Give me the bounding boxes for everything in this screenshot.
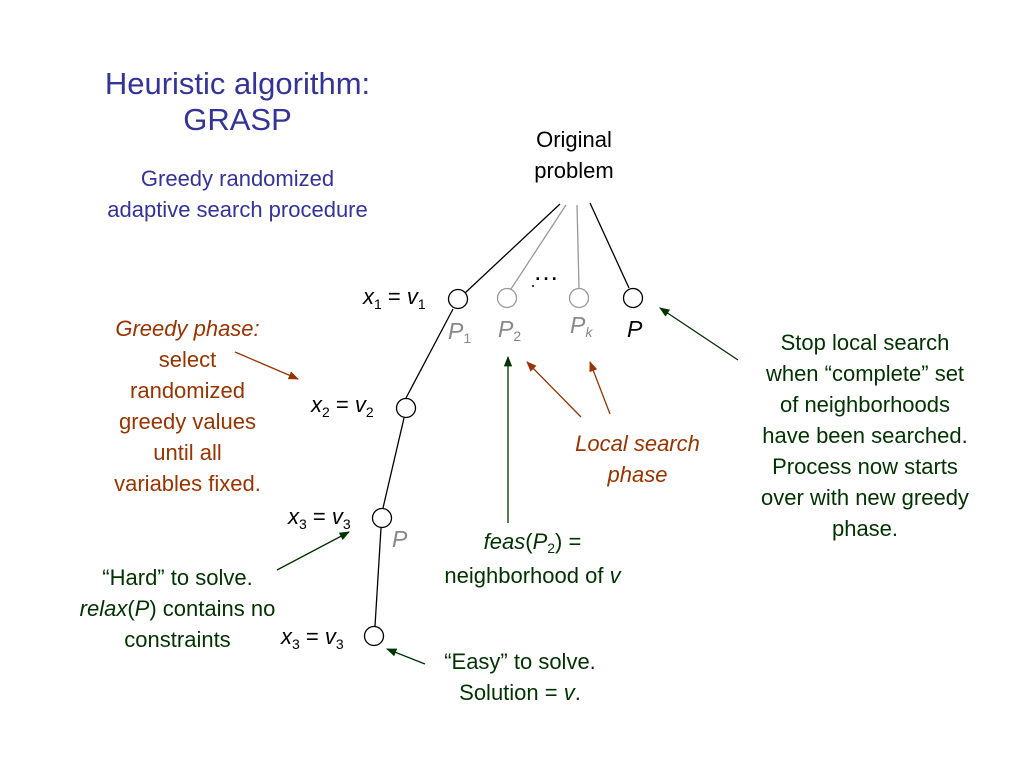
node-x3 <box>371 507 393 529</box>
edge-root-n1 <box>464 203 561 294</box>
hard-note-line3: constraints <box>124 627 231 652</box>
greedy-phase-line: select <box>158 347 217 372</box>
root-label-line1: Original <box>536 127 612 152</box>
label-p: P <box>627 316 643 342</box>
greedy-phase-heading: Greedy phase: <box>115 316 260 341</box>
stop-note-line: phase. <box>831 516 899 541</box>
edge-root-p <box>589 202 630 289</box>
arrow-hard-note <box>276 531 350 571</box>
slide-subtitle-line1: Greedy randomized <box>140 166 335 191</box>
stop-note-line: Process now starts <box>772 454 958 479</box>
stop-note-line: over with new greedy <box>761 485 969 510</box>
var-x2-v2: x2 = v2 <box>311 392 374 420</box>
node-p2 <box>496 287 518 309</box>
arrow-greedy-phase <box>234 351 299 380</box>
arrow-local-search-pk <box>589 361 611 415</box>
local-search-line2: phase <box>607 462 668 487</box>
var-x1-v1: x1 = v1 <box>363 284 426 312</box>
node-x2 <box>395 397 417 419</box>
feas-note-line1: feas(P2) = <box>483 529 582 556</box>
root-label: Original problem <box>514 124 634 186</box>
stop-note-line: have been searched. <box>762 423 968 448</box>
root-label-line2: problem <box>534 158 614 183</box>
local-search-note: Local search phase <box>555 428 720 490</box>
stop-search-note: Stop local search when “complete” set of… <box>735 327 995 544</box>
ellipsis-dot <box>532 285 534 287</box>
node-x1 <box>447 288 469 310</box>
ellipsis: … <box>533 256 559 286</box>
node-x3-leaf <box>363 625 385 647</box>
hard-note-line2: relax(P) contains no <box>79 596 276 621</box>
label-p1: P1 <box>448 318 472 346</box>
arrow-stop-note <box>659 307 739 361</box>
stop-note-line: of neighborhoods <box>779 392 951 417</box>
slide-title-line1: Heuristic algorithm: <box>104 66 371 101</box>
arrow-easy-note <box>386 648 426 665</box>
greedy-phase-note: Greedy phase: select randomized greedy v… <box>90 313 285 499</box>
var-x3-v3-leaf: x3 = v3 <box>281 624 344 652</box>
arrow-local-search-p2 <box>526 361 582 418</box>
greedy-phase-line: greedy values <box>119 409 256 434</box>
easy-note-line2: Solution = v. <box>459 680 581 705</box>
feas-note-line2: neighborhood of v <box>444 563 621 588</box>
edge-n3-n4 <box>374 527 382 627</box>
easy-note: “Easy” to solve. Solution = v. <box>415 646 625 708</box>
local-search-line1: Local search <box>575 431 700 456</box>
label-pk: Pk <box>570 312 593 340</box>
slide-title: Heuristic algorithm: GRASP <box>60 66 415 138</box>
node-p <box>622 287 644 309</box>
label-p2: P2 <box>498 316 522 344</box>
hard-note-line1: “Hard” to solve. <box>102 565 253 590</box>
node-pk <box>568 287 590 309</box>
var-x3-v3: x3 = v3 <box>288 504 351 532</box>
stop-note-line: Stop local search <box>780 330 950 355</box>
greedy-phase-line: randomized <box>130 378 245 403</box>
edge-n1-n2 <box>405 308 454 399</box>
edge-root-p2 <box>510 204 567 290</box>
edge-n2-n3 <box>382 417 405 509</box>
feas-note: feas(P2) = neighborhood of v <box>420 526 645 591</box>
greedy-phase-line: until all <box>153 440 222 465</box>
stop-note-line: when “complete” set <box>765 361 965 386</box>
slide-subtitle: Greedy randomized adaptive search proced… <box>60 163 415 225</box>
easy-note-line1: “Easy” to solve. <box>444 649 596 674</box>
label-p-mid: P <box>392 526 408 552</box>
greedy-phase-line: variables fixed. <box>114 471 261 496</box>
edge-root-pk <box>576 204 580 289</box>
slide-subtitle-line2: adaptive search procedure <box>107 197 368 222</box>
slide-title-line2: GRASP <box>183 102 292 137</box>
hard-note: “Hard” to solve. relax(P) contains no co… <box>50 562 305 655</box>
